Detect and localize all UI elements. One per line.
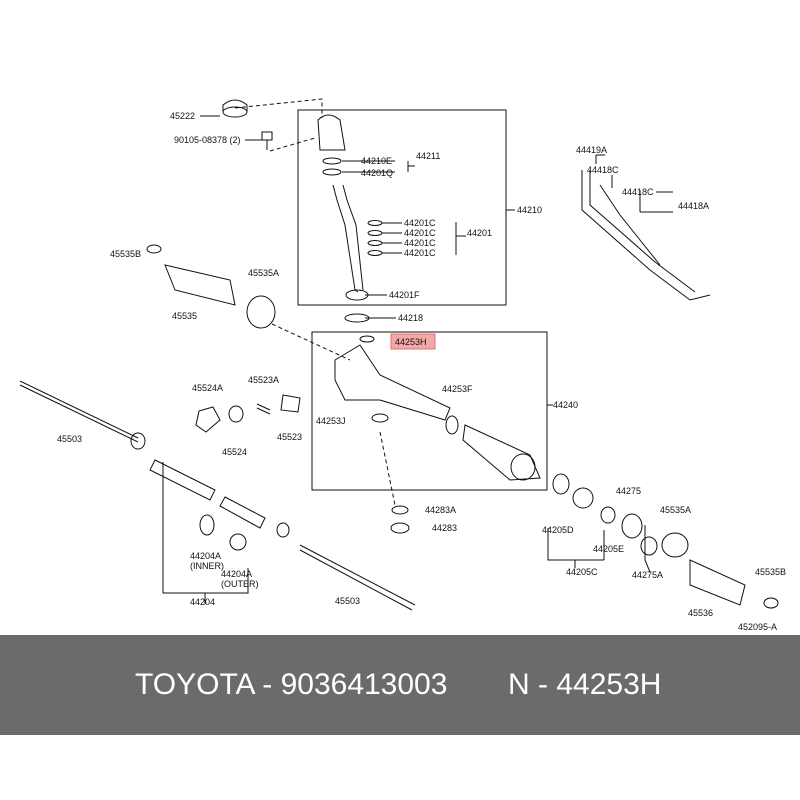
label-44418C-1: 44418C xyxy=(587,165,619,175)
label-44218: 44218 xyxy=(398,313,423,323)
label-44201C-1: 44201C xyxy=(404,218,436,228)
label-44210: 44210 xyxy=(517,205,542,215)
label-44418A: 44418A xyxy=(678,201,709,211)
label-44201C-3: 44201C xyxy=(404,238,436,248)
label-45503-bottom: 45503 xyxy=(335,596,360,606)
label-44204A-outer: 44204A xyxy=(221,569,252,579)
label-44205C: 44205C xyxy=(566,567,598,577)
label-45535A-left: 45535A xyxy=(248,268,279,278)
label-45222: 45222 xyxy=(170,111,195,121)
label-45535B-right: 45535B xyxy=(755,567,786,577)
label-44201C-2: 44201C xyxy=(404,228,436,238)
label-45536: 45536 xyxy=(688,608,713,618)
label-44211: 44211 xyxy=(416,151,440,161)
label-44240: 44240 xyxy=(553,400,578,410)
label-44201Q: 44201Q xyxy=(361,168,393,178)
label-44201: 44201 xyxy=(467,228,492,238)
label-44253H: 44253H xyxy=(395,337,427,347)
label-44204: 44204 xyxy=(190,597,215,607)
label-45524A: 45524A xyxy=(192,383,223,393)
label-452095-A: 452095-A xyxy=(738,622,777,632)
label-44210E: 44210E xyxy=(361,156,392,166)
footer-part-number: TOYOTA - 9036413003 xyxy=(135,668,448,701)
label-44201F: 44201F xyxy=(389,290,420,300)
label-45535B-left: 45535B xyxy=(110,249,141,259)
footer-bar: TOYOTA - 9036413003 N - 44253H xyxy=(0,635,800,735)
box-44240 xyxy=(311,331,548,491)
label-45523: 45523 xyxy=(277,432,302,442)
label-44204A-outer-note: (OUTER) xyxy=(221,579,259,589)
box-44210 xyxy=(297,109,507,306)
label-44204A-inner-note: (INNER) xyxy=(190,561,224,571)
label-44204A-inner: 44204A xyxy=(190,551,221,561)
label-44418C-2: 44418C xyxy=(622,187,654,197)
highlight-44253H xyxy=(390,333,436,350)
label-44201C-4: 44201C xyxy=(404,248,436,258)
label-44419A: 44419A xyxy=(576,145,607,155)
steering-rack-parts-diagram: 45222 90105-08378 (2) 44210E 44211 44201… xyxy=(19,98,786,632)
label-44283A: 44283A xyxy=(425,505,456,515)
label-45523A: 45523A xyxy=(248,375,279,385)
label-44275: 44275 xyxy=(616,486,641,496)
footer-ref-code: N - 44253H xyxy=(508,668,662,701)
label-45524: 45524 xyxy=(222,447,247,457)
label-44283: 44283 xyxy=(432,523,457,533)
bottom-margin xyxy=(0,735,800,800)
label-44275A: 44275A xyxy=(632,570,663,580)
label-44205D: 44205D xyxy=(542,525,574,535)
label-45535A-right: 45535A xyxy=(660,505,691,515)
label-45503-top: 45503 xyxy=(57,434,82,444)
label-45535-left: 45535 xyxy=(172,311,197,321)
label-44253J: 44253J xyxy=(316,416,346,426)
label-44205E: 44205E xyxy=(593,544,624,554)
label-90105-08378: 90105-08378 (2) xyxy=(174,135,241,145)
label-44253F: 44253F xyxy=(442,384,473,394)
